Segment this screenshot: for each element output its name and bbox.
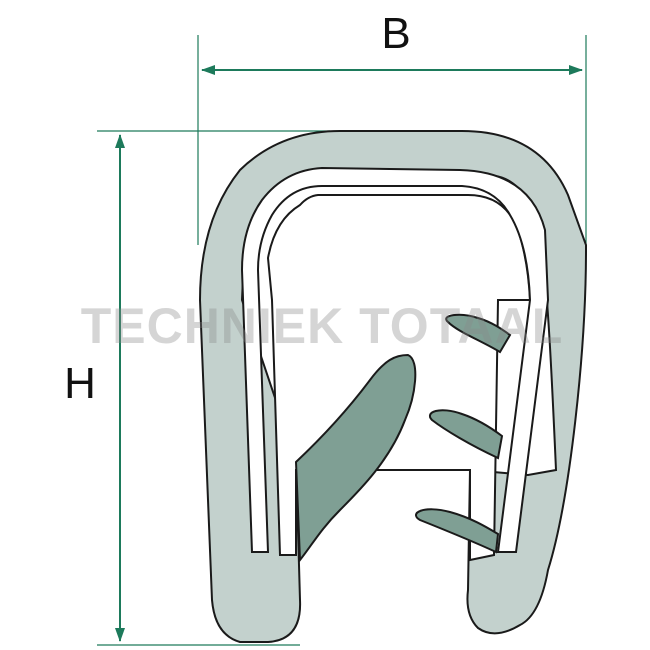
gripping-fin-top <box>445 313 512 354</box>
gripping-fin-bottom <box>414 508 500 554</box>
gripping-fin-middle <box>429 409 504 460</box>
height-label: H <box>64 359 96 408</box>
width-label: B <box>381 9 410 58</box>
sealing-lip-left <box>294 353 417 563</box>
watermark-text: TECHNIEK TOTAAL <box>81 298 564 354</box>
metal-clip-insert <box>240 166 550 553</box>
